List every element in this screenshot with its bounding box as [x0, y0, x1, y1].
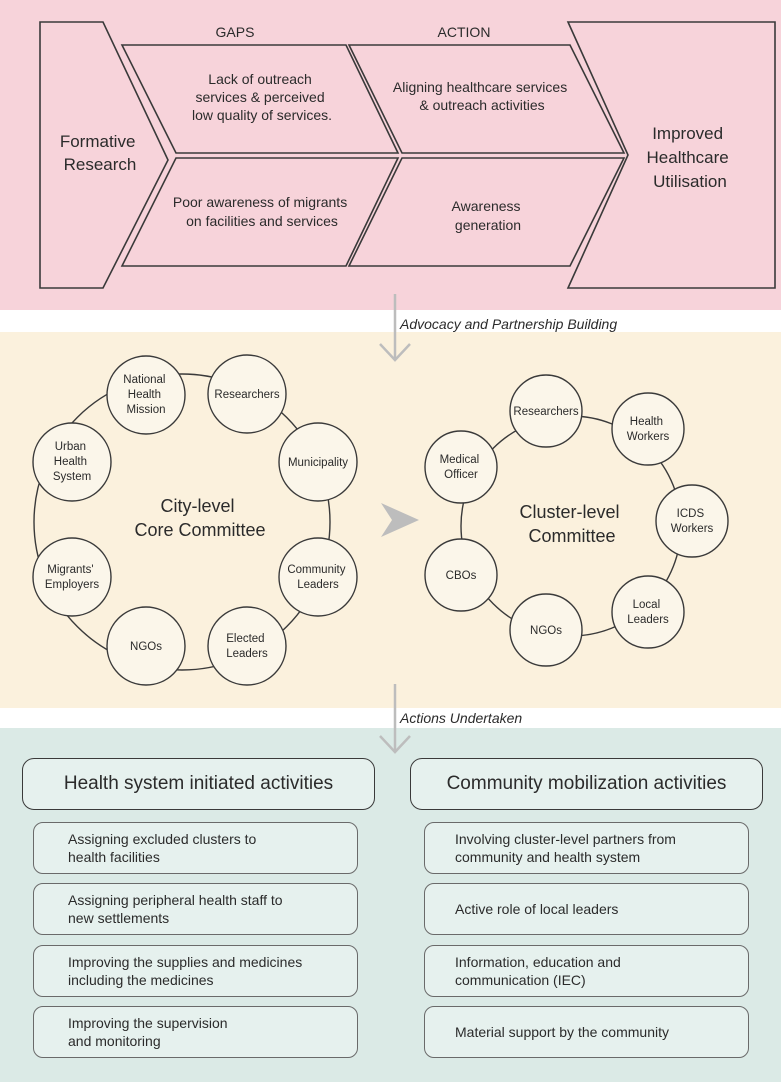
cluster-node-researchers-label: Researchers — [513, 406, 578, 418]
action-column-label: ACTION — [438, 24, 491, 40]
city-node-researchers-label: Researchers — [214, 389, 279, 401]
cluster-node-ngos — [509, 593, 583, 667]
cluster-committee-title: Cluster-level Committee — [519, 502, 624, 546]
city-node-municipality — [278, 422, 358, 502]
health-system-item-text: Improving the supervision and monitoring — [68, 1015, 228, 1049]
action-1-shape — [347, 44, 626, 154]
city-node-national-health-mission-label: National Health Mission — [123, 374, 168, 416]
advocacy-connector-label: Advocacy and Partnership Building — [399, 316, 617, 332]
health-system-heading: Health system initiated activities — [22, 758, 375, 810]
community-item: Active role of local leaders — [424, 883, 749, 935]
health-system-item-text: Improving the supplies and medicines inc… — [68, 954, 303, 988]
community-heading-text: Community mobilization activities — [446, 773, 727, 794]
gap-1-shape — [120, 44, 400, 154]
city-level-committee: City-level Core Committee National Healt… — [32, 354, 358, 686]
health-system-item: Improving the supplies and medicines inc… — [33, 945, 358, 997]
action-1-label: Aligning healthcare services & outreach … — [393, 79, 571, 113]
health-system-item-text: Assigning peripheral health staff to new… — [68, 892, 283, 926]
city-node-urban-health-system-label: Urban Health System — [53, 441, 91, 483]
city-node-researchers — [207, 354, 287, 434]
city-node-elected-leaders-label: Elected Leaders — [226, 633, 268, 660]
action-2-label: Awareness generation — [452, 198, 525, 233]
cluster-node-medical-officer-label: Medical Officer — [440, 454, 483, 481]
down-arrow-icon — [379, 294, 411, 362]
improved-healthcare-label: Improved Healthcare Utilisation — [647, 124, 734, 191]
actions-connector-label: Actions Undertaken — [399, 710, 522, 726]
gap-2-label: Poor awareness of migrants on facilities… — [173, 194, 351, 229]
health-system-item: Improving the supervision and monitoring — [33, 1006, 358, 1058]
city-node-migrants-employers — [32, 537, 112, 617]
community-item: Involving cluster-level partners from co… — [424, 822, 749, 874]
city-node-community-leaders — [278, 537, 358, 617]
health-system-item: Assigning peripheral health staff to new… — [33, 883, 358, 935]
cluster-node-local-leaders-label: Local Leaders — [627, 599, 669, 626]
city-node-municipality-label: Municipality — [288, 457, 348, 469]
city-node-national-health-mission — [106, 355, 186, 435]
top-section-background — [0, 0, 781, 310]
gap-1-label: Lack of outreach services & perceived lo… — [192, 71, 332, 123]
city-node-migrants-employers-label: Migrants' Employers — [45, 564, 100, 591]
cluster-level-committee: Cluster-level Committee Researchers Heal… — [424, 374, 729, 667]
improved-healthcare-shape — [566, 21, 776, 289]
cluster-node-medical-officer — [424, 430, 498, 504]
city-node-urban-health-system — [32, 422, 112, 502]
community-item-text: Involving cluster-level partners from co… — [455, 831, 676, 865]
city-node-community-leaders-label: Community Leaders — [287, 564, 348, 591]
health-system-item-text: Assigning excluded clusters to health fa… — [68, 831, 257, 865]
right-arrow-icon — [381, 503, 419, 537]
cluster-node-ngos-label: NGOs — [530, 625, 562, 637]
cluster-node-health-workers — [611, 392, 685, 466]
city-node-ngos — [106, 606, 186, 686]
community-item: Material support by the community — [424, 1006, 749, 1058]
cluster-node-health-workers-label: Health Workers — [627, 416, 670, 443]
health-system-heading-text: Health system initiated activities — [63, 773, 334, 794]
formative-research-shape — [39, 21, 169, 289]
down-arrow-icon — [379, 684, 411, 754]
cluster-node-researchers — [509, 374, 583, 448]
gap-2-shape — [120, 157, 400, 267]
community-item-text: Information, education and communication… — [455, 954, 621, 988]
city-committee-ring — [33, 373, 331, 671]
city-node-ngos-label: NGOs — [130, 641, 162, 653]
community-heading: Community mobilization activities — [410, 758, 763, 810]
action-2-shape — [347, 157, 626, 267]
cluster-node-icds-workers-label: ICDS Workers — [671, 508, 714, 535]
city-node-elected-leaders — [207, 606, 287, 686]
community-item-text: Material support by the community — [455, 1024, 669, 1040]
cluster-node-local-leaders — [611, 575, 685, 649]
cluster-node-cbos-label: CBOs — [446, 570, 477, 582]
gaps-column-label: GAPS — [216, 24, 255, 40]
formative-research-label: Formative Research — [60, 132, 140, 174]
health-system-item: Assigning excluded clusters to health fa… — [33, 822, 358, 874]
city-committee-title: City-level Core Committee — [134, 496, 265, 540]
cluster-node-icds-workers — [655, 484, 729, 558]
community-item-text: Active role of local leaders — [455, 901, 619, 917]
cluster-node-cbos — [424, 538, 498, 612]
community-item: Information, education and communication… — [424, 945, 749, 997]
